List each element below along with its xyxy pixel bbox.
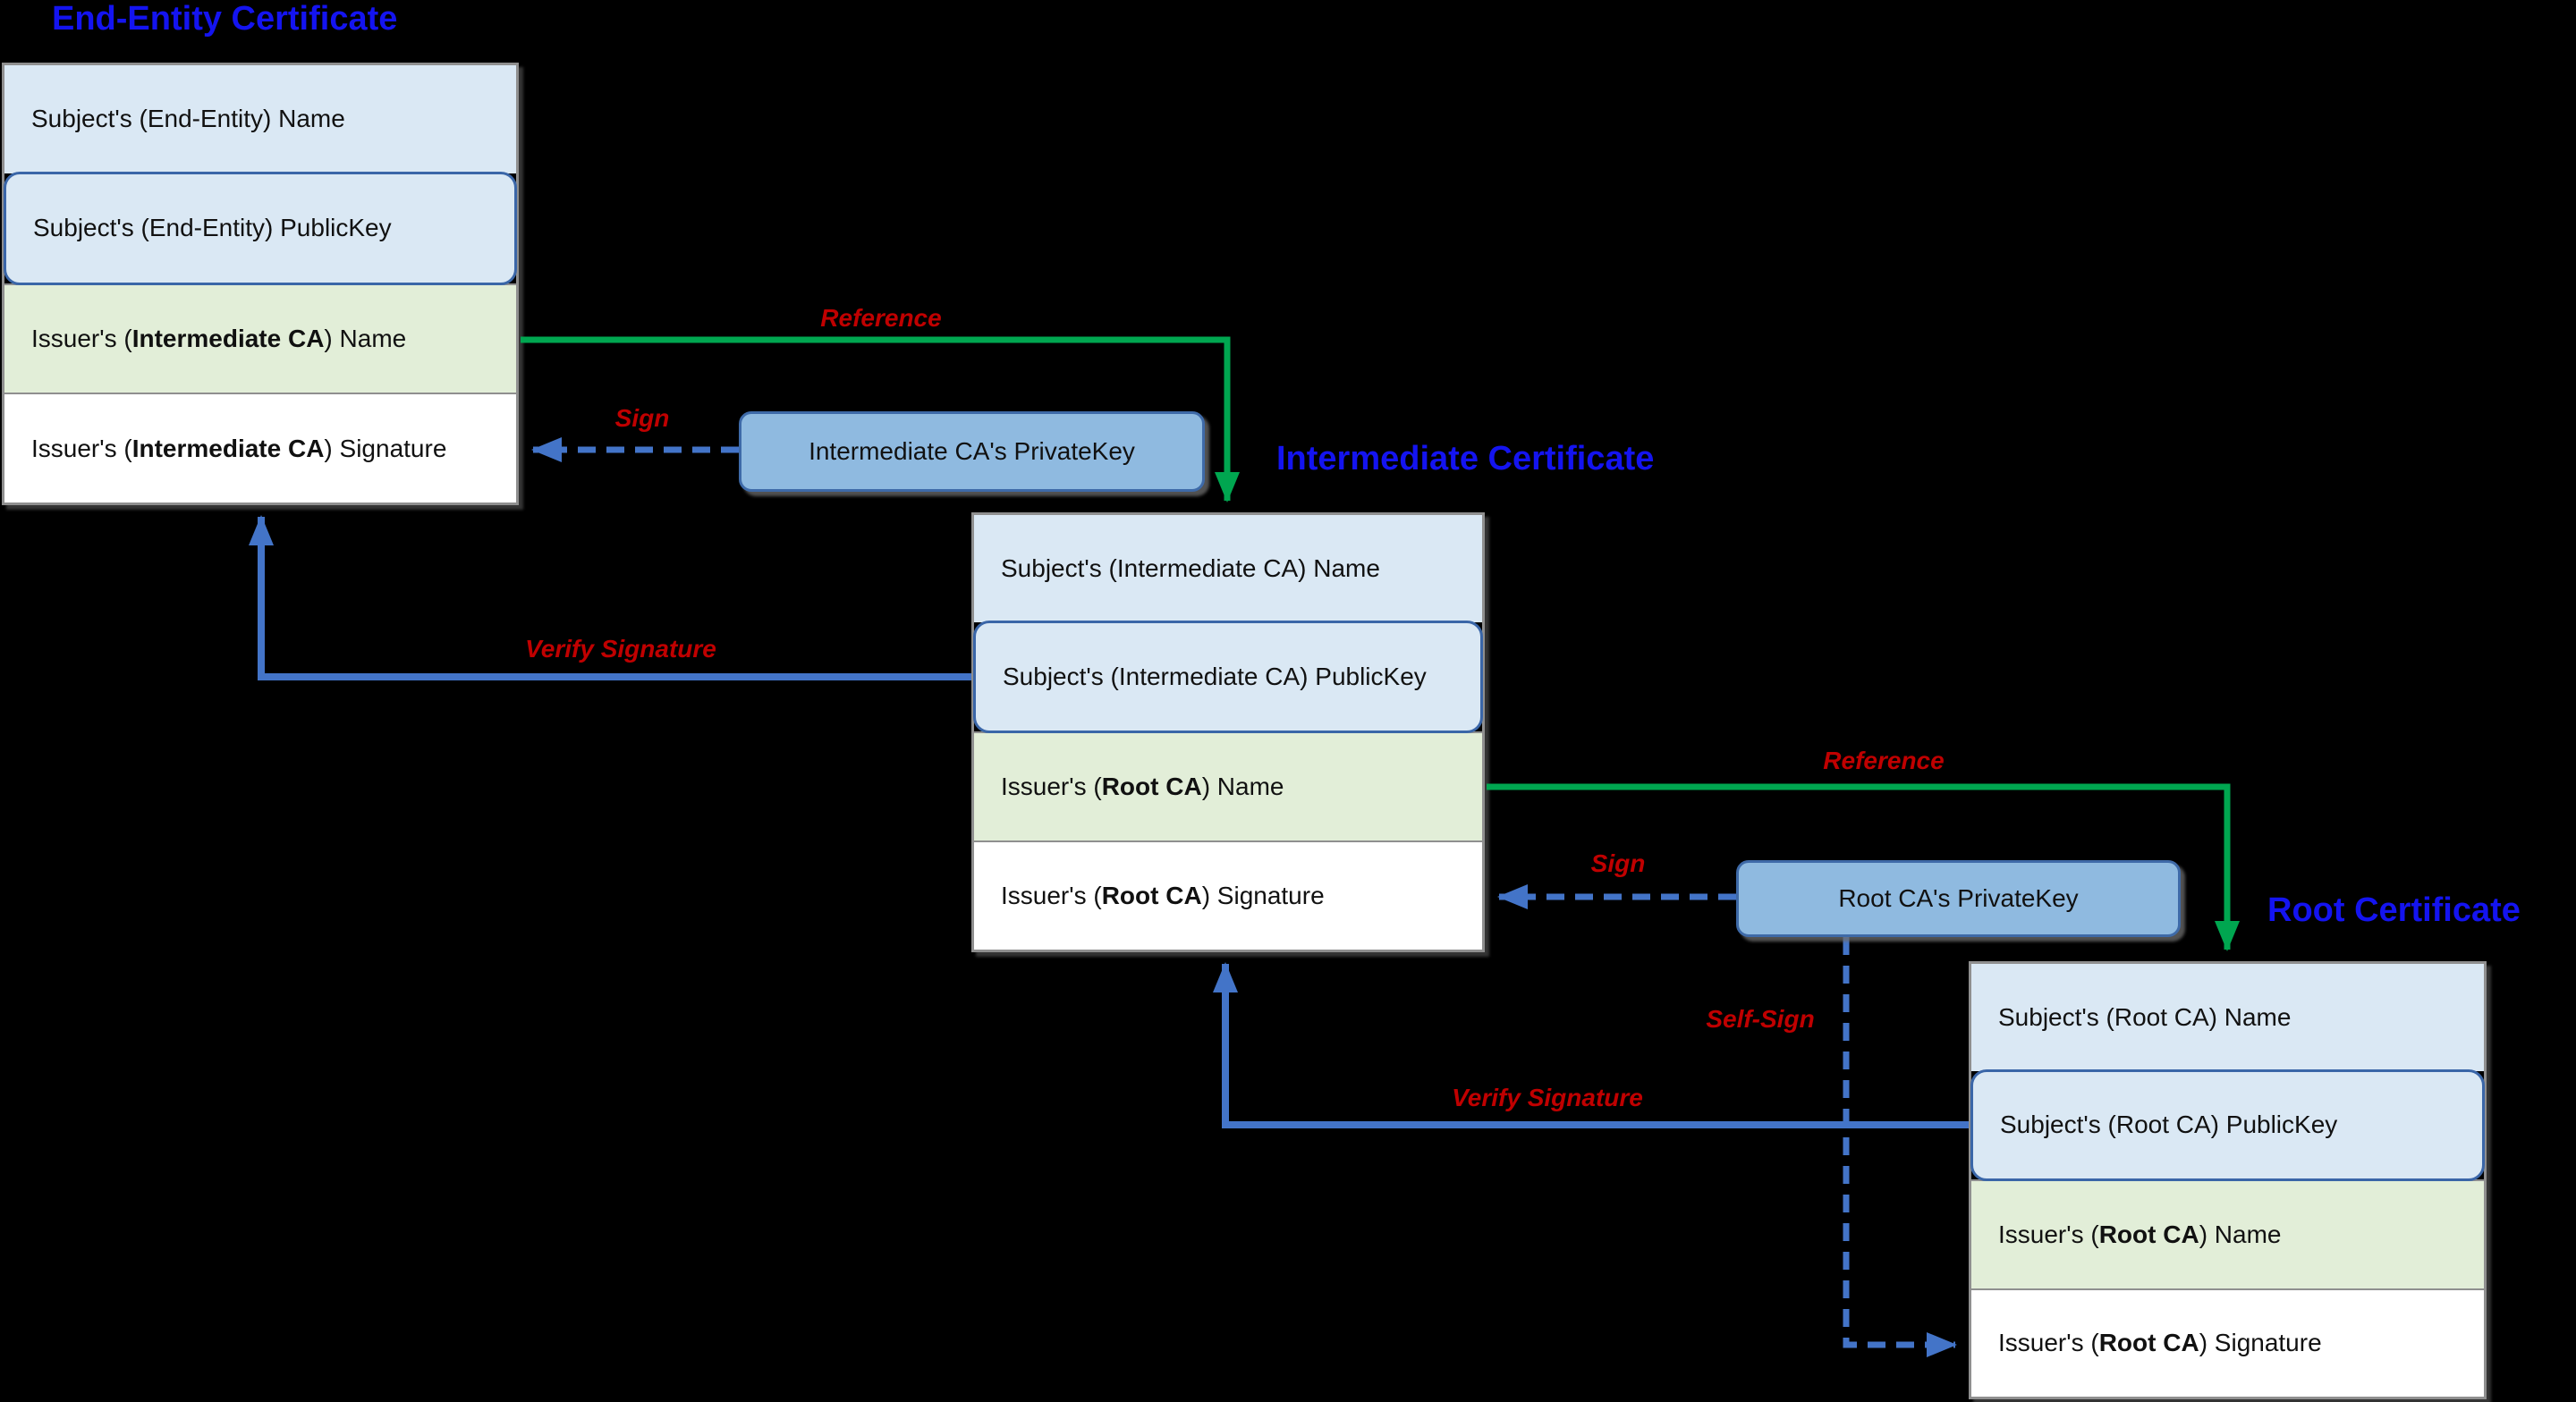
- row-text: ) Name: [1201, 773, 1284, 800]
- row-text: Issuer's (: [1998, 1329, 2099, 1357]
- row-text: ) Signature: [2199, 1329, 2322, 1357]
- row-text: ) Signature: [1201, 882, 1325, 909]
- row-text: Subject's (End-Entity) Name: [31, 105, 345, 133]
- verify1-arrow: [249, 515, 971, 680]
- intermediate-certificate-box: Subject's (Intermediate CA) Name Subject…: [971, 512, 1485, 952]
- intermediate-ca-privatekey-box: Intermediate CA's PrivateKey: [739, 411, 1205, 492]
- root-ca-privatekey-box: Root CA's PrivateKey: [1736, 860, 2181, 937]
- row-text-bold: Root CA: [1101, 882, 1202, 909]
- row-text-bold: Root CA: [1101, 773, 1202, 800]
- row-text-bold: Root CA: [2098, 1220, 2199, 1248]
- row-text: ) Name: [324, 324, 407, 352]
- intermediate-issuer-signature-row: Issuer's (Root CA) Signature: [974, 840, 1482, 950]
- row-text: Issuer's (: [1001, 773, 1102, 800]
- end-entity-issuer-name-row: Issuer's (Intermediate CA) Name: [4, 283, 516, 393]
- row-text: Subject's (Root CA) PublicKey: [2000, 1111, 2338, 1139]
- root-certificate-title: Root Certificate: [2267, 891, 2521, 929]
- reference2-label: Reference: [1823, 747, 1945, 774]
- verify2-label: Verify Signature: [1452, 1084, 1643, 1111]
- end-entity-certificate-title: End-Entity Certificate: [52, 0, 398, 38]
- sign2-label: Sign: [1590, 849, 1646, 877]
- row-text: Issuer's (: [31, 324, 132, 352]
- intermediate-subject-name-row: Subject's (Intermediate CA) Name: [974, 515, 1482, 622]
- verify1-label: Verify Signature: [525, 635, 716, 663]
- row-text-bold: Root CA: [2098, 1329, 2199, 1357]
- row-text: Issuer's (: [1001, 882, 1102, 909]
- end-entity-subject-name-row: Subject's (End-Entity) Name: [4, 65, 516, 173]
- verify2-arrow: [1213, 962, 1969, 1128]
- root-certificate-box: Subject's (Root CA) Name Subject's (Root…: [1969, 961, 2487, 1399]
- sign1-label: Sign: [614, 404, 670, 432]
- root-subject-publickey-row: Subject's (Root CA) PublicKey: [1970, 1068, 2485, 1181]
- end-entity-certificate-box: Subject's (End-Entity) Name Subject's (E…: [2, 63, 519, 505]
- reference1-arrow: [521, 336, 1240, 503]
- row-text-bold: Intermediate CA: [131, 324, 325, 352]
- root-issuer-signature-row: Issuer's (Root CA) Signature: [1971, 1288, 2484, 1397]
- end-entity-subject-publickey-row: Subject's (End-Entity) PublicKey: [4, 171, 517, 285]
- row-text: ) Name: [2199, 1220, 2282, 1248]
- self-sign-arrow: [1843, 937, 1957, 1357]
- root-subject-name-row: Subject's (Root CA) Name: [1971, 964, 2484, 1071]
- self-sign-label: Self-Sign: [1706, 1005, 1815, 1033]
- row-text: Issuer's (: [1998, 1220, 2099, 1248]
- row-text: Subject's (Intermediate CA) Name: [1001, 554, 1380, 582]
- end-entity-issuer-signature-row: Issuer's (Intermediate CA) Signature: [4, 393, 516, 503]
- intermediate-subject-publickey-row: Subject's (Intermediate CA) PublicKey: [973, 621, 1483, 733]
- root-issuer-name-row: Issuer's (Root CA) Name: [1971, 1179, 2484, 1288]
- row-text: Subject's (End-Entity) PublicKey: [33, 214, 392, 242]
- row-text: Subject's (Intermediate CA) PublicKey: [1003, 663, 1427, 690]
- row-text: Subject's (Root CA) Name: [1998, 1002, 2292, 1031]
- row-text: ) Signature: [324, 434, 447, 462]
- reference2-arrow: [1487, 783, 2240, 951]
- reference1-label: Reference: [820, 304, 942, 332]
- row-text-bold: Intermediate CA: [131, 434, 325, 462]
- intermediate-issuer-name-row: Issuer's (Root CA) Name: [974, 731, 1482, 840]
- row-text: Issuer's (: [31, 434, 132, 462]
- intermediate-certificate-title: Intermediate Certificate: [1276, 440, 1655, 477]
